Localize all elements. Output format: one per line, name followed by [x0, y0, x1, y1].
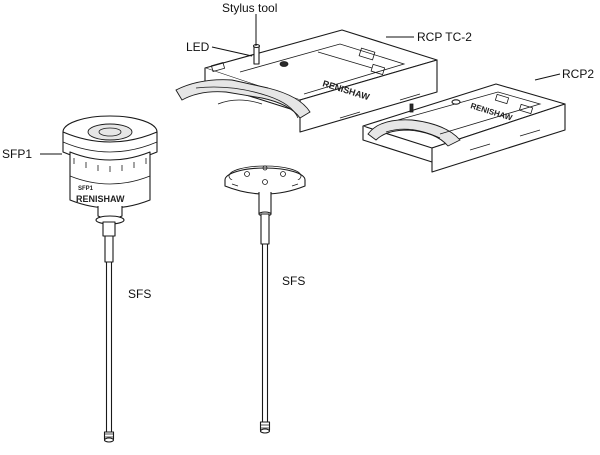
label-sfp1: SFP1: [2, 147, 32, 161]
sfp1-model-text: SFP1: [78, 186, 94, 192]
label-stylus-tool: Stylus tool: [222, 1, 277, 15]
rcp-tc2-tray: RENISHAW: [175, 29, 438, 133]
rcp2-tray: RENISHAW: [362, 83, 566, 173]
sfs-stylus-right: [224, 165, 306, 434]
label-sfs-right: SFS: [282, 274, 305, 288]
sfp1-module: SFP1 RENISHAW: [62, 115, 158, 225]
label-rcp2: RCP2: [562, 67, 594, 81]
label-led: LED: [186, 40, 210, 54]
callouts: Stylus tool LED RCP TC-2 RCP2 SFP1 SFS S…: [2, 1, 594, 301]
label-rcp-tc2: RCP TC-2: [417, 30, 472, 44]
sfp1-logo: RENISHAW: [76, 194, 125, 204]
leader-rcp2: [534, 73, 561, 81]
sfs-stylus-left: [102, 221, 116, 443]
label-sfs-left: SFS: [128, 287, 151, 301]
leader-led: [211, 46, 253, 57]
